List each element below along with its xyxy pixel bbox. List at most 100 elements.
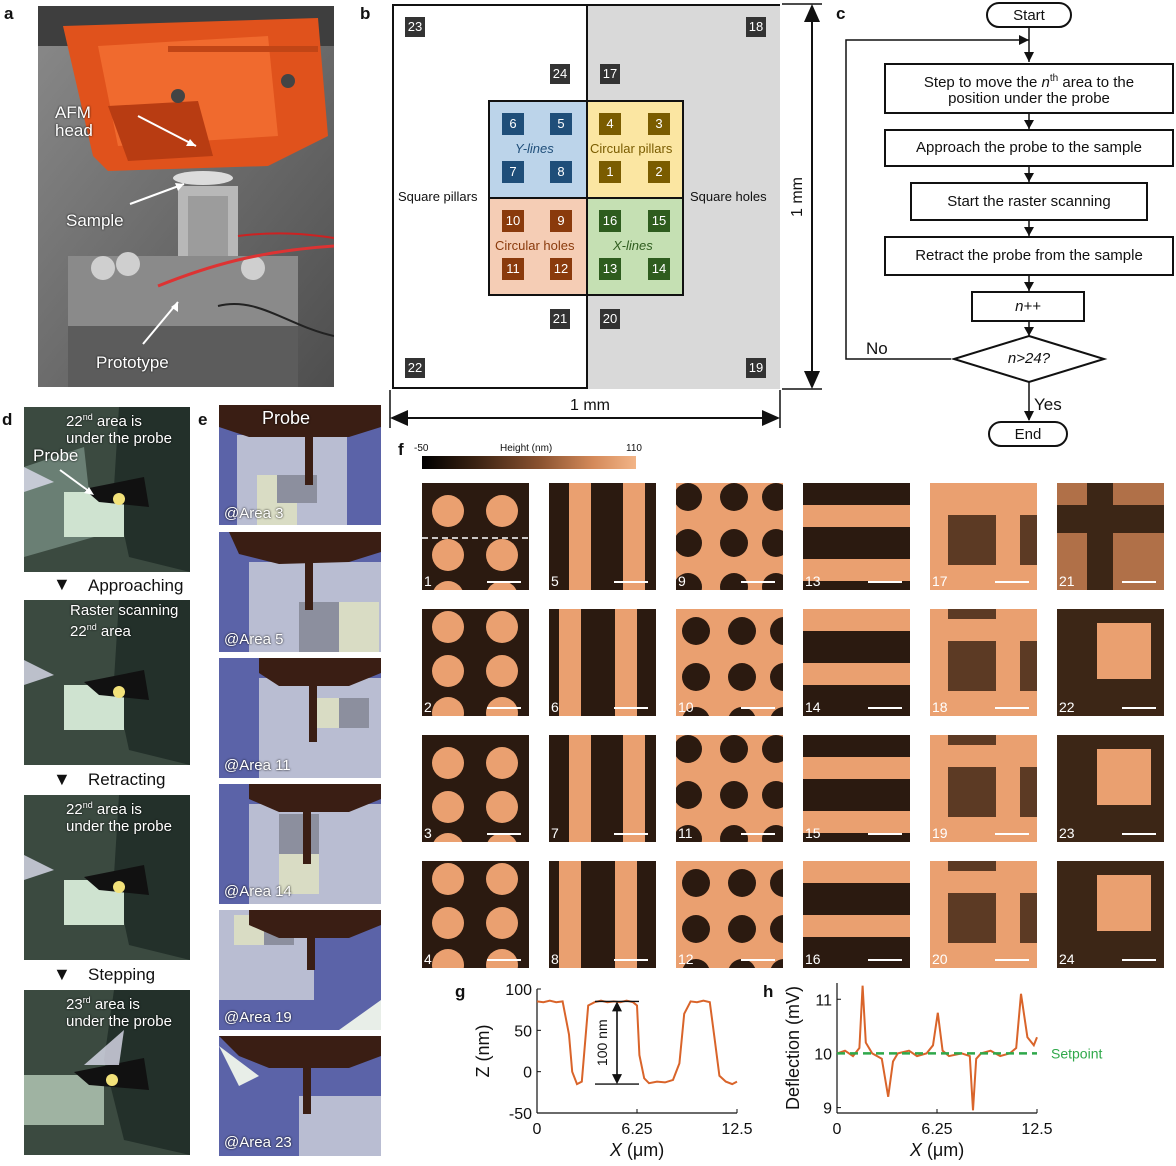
area-badge-17: 17	[600, 64, 620, 84]
afm-tile-image-square-pillars	[1057, 735, 1164, 842]
square-holes-label: Square holes	[690, 189, 767, 204]
panel-label-e: e	[198, 410, 208, 429]
area-badge-23: 23	[405, 17, 425, 37]
area-badge-5: 5	[550, 113, 572, 135]
step-label-retracting: Retracting	[88, 770, 166, 789]
d-frame-2-caption-pre: 22	[70, 623, 87, 640]
area-badge-24: 24	[550, 64, 570, 84]
e-frame-area-5-image	[219, 532, 381, 652]
e-probe-label: Probe	[262, 408, 311, 428]
step-arrow-3: ▼	[53, 964, 71, 984]
x-tick-label: 12.5	[721, 1121, 752, 1138]
area-badge-19: 19	[746, 358, 766, 378]
scale-bar	[614, 581, 648, 583]
d-probe-arrow	[59, 469, 94, 495]
d-frame-4-caption-sup: rd	[82, 995, 91, 1005]
e-frame-label-3: @Area 11	[224, 757, 291, 774]
square-pillars-label: Square pillars	[398, 189, 478, 204]
afm-tile-number: 9	[678, 573, 686, 589]
afm-tile-number: 18	[932, 699, 948, 715]
d-frame-2-caption-line1: Raster scanning	[70, 602, 179, 619]
scale-bar	[868, 959, 902, 961]
area-badge-21: 21	[550, 309, 570, 329]
e-frame-area-14	[219, 784, 381, 904]
x-tick-label: 12.5	[1021, 1121, 1052, 1138]
scale-bar	[995, 833, 1029, 835]
e-frame-label-4: @Area 14	[224, 883, 292, 900]
flow-step-move-pre: Step to move the	[923, 73, 1042, 91]
afm-photo-drawing	[38, 6, 334, 387]
d-frame-2-caption: 22nd area	[70, 619, 131, 640]
d-frame-3-caption-post: area is under the probe	[66, 801, 172, 835]
series-line	[836, 985, 1038, 1111]
quadrant-divider-h	[490, 197, 682, 199]
scale-bar	[995, 581, 1029, 583]
afm-tile-9: 9	[676, 483, 783, 590]
flow-step-retract: Retract the probe from the sample	[884, 236, 1174, 276]
x-axis-label: X (μm)	[909, 1140, 964, 1160]
scale-bar	[614, 959, 648, 961]
y-tick-label: 50	[514, 1023, 532, 1040]
afm-tile-image-square-holes	[930, 483, 1037, 590]
afm-tile-number: 4	[424, 951, 432, 967]
afm-tile-image-y-lines	[549, 483, 656, 590]
afm-tile-image-circular-pillars	[422, 735, 529, 842]
sample-label: Sample	[66, 211, 124, 230]
d-frame-3-image	[24, 795, 190, 960]
height-annotation-arrowhead-top	[612, 1001, 622, 1012]
y-lines-label: Y-lines	[515, 141, 554, 156]
afm-tile-number: 1	[424, 573, 432, 589]
scale-bar	[1122, 959, 1156, 961]
e-frame-area-23	[219, 1036, 381, 1156]
afm-tile-image-circular-holes	[676, 483, 783, 590]
afm-tile-image-square-holes	[930, 609, 1037, 716]
area-badge-20: 20	[600, 309, 620, 329]
y-tick-label: 9	[823, 1101, 832, 1118]
panel-label-a: a	[4, 4, 14, 23]
area-badge-14: 14	[648, 258, 670, 280]
afm-tile-11: 11	[676, 735, 783, 842]
afm-tile-number: 8	[551, 951, 559, 967]
afm-tile-6: 6	[549, 609, 656, 716]
e-frame-area-3	[219, 405, 381, 525]
afm-tile-number: 10	[678, 699, 694, 715]
circular-holes-label: Circular holes	[495, 238, 575, 253]
height-annotation-arrowhead-bottom	[612, 1074, 622, 1085]
afm-tile-13: 13	[803, 483, 910, 590]
area-badge-22: 22	[405, 358, 425, 378]
d-frame-2	[24, 600, 190, 765]
afm-tile-number: 6	[551, 699, 559, 715]
scale-bar	[741, 959, 775, 961]
height-annotation-label: 100 nm	[594, 1019, 610, 1066]
scale-bar	[487, 833, 521, 835]
afm-tile-18: 18	[930, 609, 1037, 716]
e-frame-area-5	[219, 532, 381, 652]
panel-label-f: f	[398, 440, 404, 459]
afm-tile-number: 19	[932, 825, 948, 841]
afm-tile-number: 16	[805, 951, 821, 967]
scale-bar	[614, 707, 648, 709]
afm-tile-number: 3	[424, 825, 432, 841]
d-probe-label: Probe	[33, 446, 79, 465]
afm-tile-image-circular-holes	[676, 609, 783, 716]
series-line	[536, 999, 738, 1086]
flowchart-connectors	[845, 26, 1108, 421]
flow-end: End	[988, 421, 1068, 447]
y-tick-label: 0	[523, 1065, 532, 1082]
e-frame-label-1: @Area 3	[224, 505, 284, 522]
flow-step-scan: Start the raster scanning	[910, 182, 1148, 221]
scale-bar	[1122, 581, 1156, 583]
area-badge-7: 7	[502, 161, 524, 183]
scale-bar	[741, 581, 775, 583]
step-arrow-1: ▼	[53, 574, 71, 594]
colorbar-max: 110	[626, 443, 642, 454]
area-badge-2: 2	[648, 161, 670, 183]
prototype-label: Prototype	[96, 353, 169, 372]
scale-bar	[995, 959, 1029, 961]
flow-no-label: No	[866, 339, 888, 358]
area-badge-4: 4	[599, 113, 621, 135]
area-badge-12: 12	[550, 258, 572, 280]
e-frame-area-14-image	[219, 784, 381, 904]
